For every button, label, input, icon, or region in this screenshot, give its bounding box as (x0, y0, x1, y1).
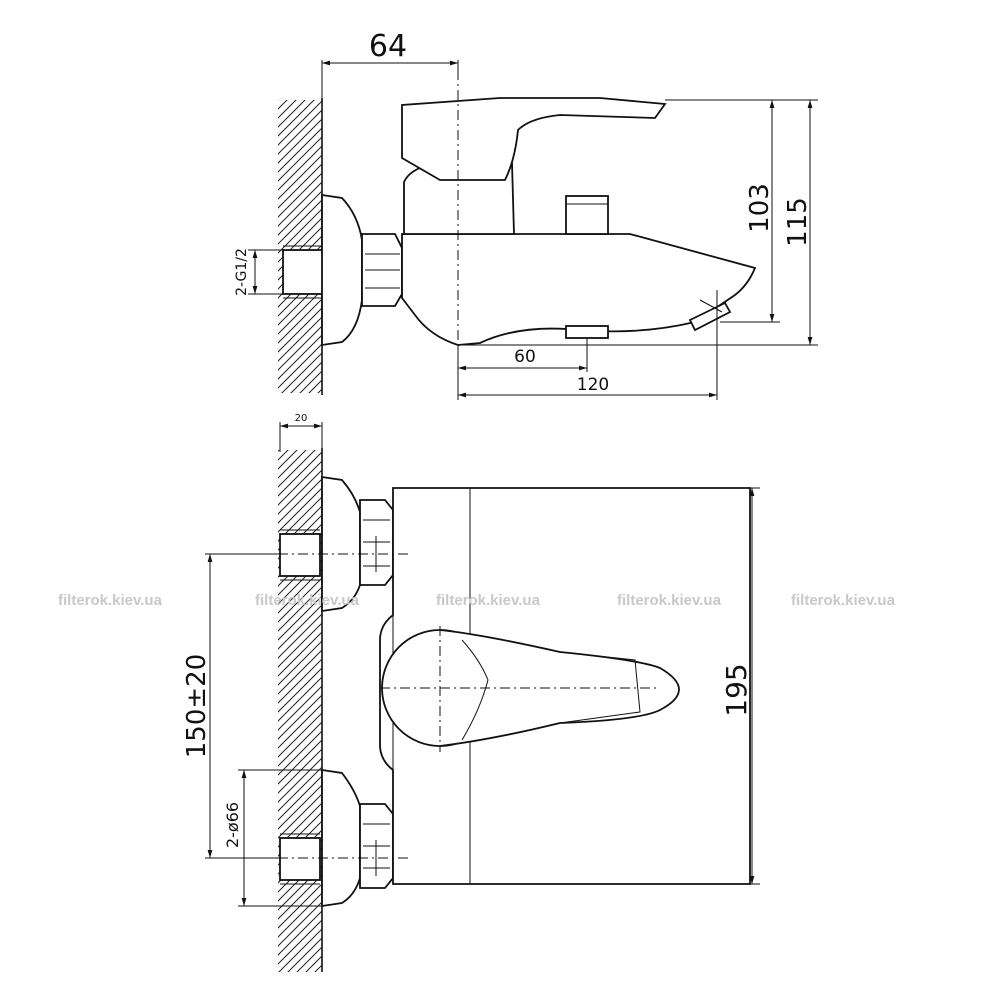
dim-115-label: 115 (783, 197, 813, 247)
watermark-3: filterok.kiev.ua (436, 592, 541, 609)
side-aerator (688, 301, 732, 332)
wall-hatch-bottom (278, 450, 322, 972)
dim-66-label: 2-ø66 (223, 802, 242, 848)
side-handle (401, 97, 667, 181)
dim-20-label: 20 (295, 413, 308, 424)
dim-64-label: 64 (369, 29, 407, 64)
dim-103-label: 103 (745, 183, 775, 233)
dim-thread-label: 2-G1/2 (234, 248, 250, 296)
diverter-knob (565, 195, 609, 235)
front-view: 20 150±20 2-ø66 195 (182, 413, 760, 972)
side-flange (321, 193, 363, 347)
front-lever (439, 629, 680, 747)
watermark-4: filterok.kiev.ua (617, 592, 722, 609)
watermark-2: filterok.kiev.ua (255, 592, 360, 609)
upper-thread-stub (279, 533, 321, 577)
lower-thread-stub (279, 837, 321, 881)
dim-195-label: 195 (720, 663, 753, 716)
watermarks: filterok.kiev.ua filterok.kiev.ua filter… (58, 592, 896, 609)
dim-150-label: 150±20 (182, 654, 212, 759)
upper-flange (321, 475, 361, 613)
diverter-base (565, 325, 609, 339)
dim-120-label: 120 (577, 375, 609, 395)
dim-60-label: 60 (514, 347, 536, 367)
watermark-5: filterok.kiev.ua (791, 592, 896, 609)
side-view: 64 2-G1/2 103 115 60 120 (234, 29, 818, 400)
watermark-1: filterok.kiev.ua (58, 592, 163, 609)
lower-flange (321, 768, 361, 908)
